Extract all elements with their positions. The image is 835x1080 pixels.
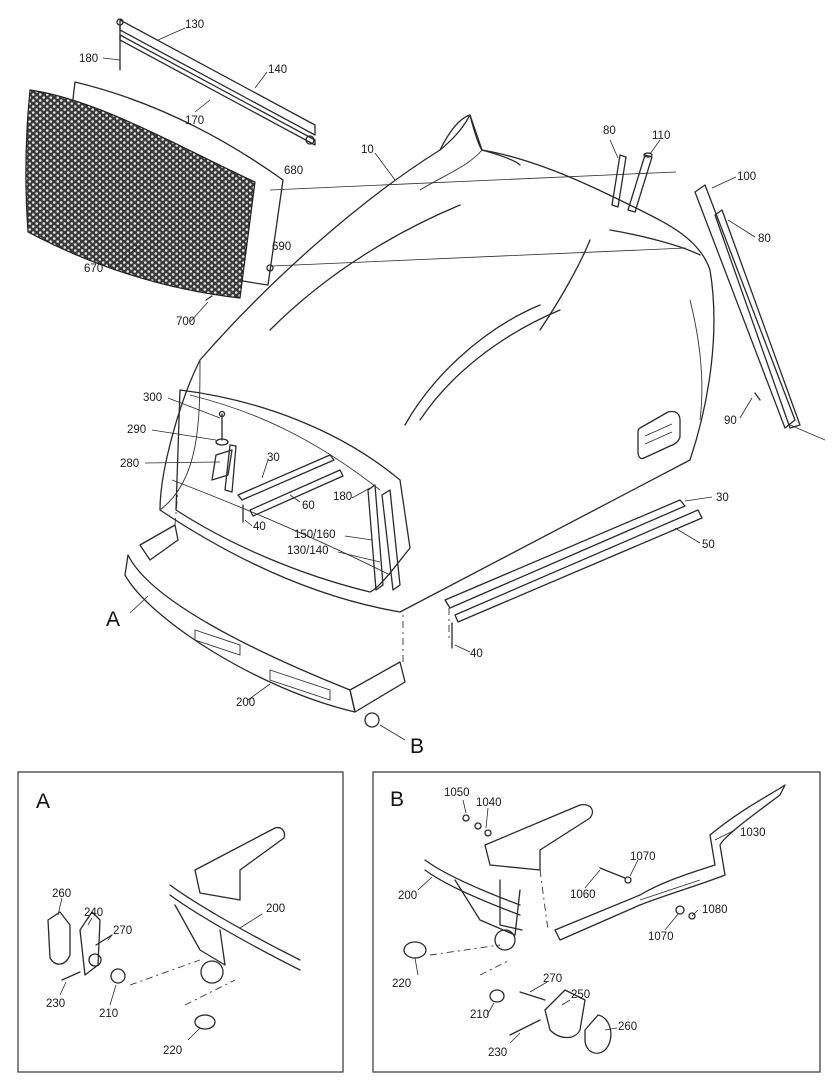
lower-strips: [444, 499, 703, 640]
side-vent: [637, 410, 681, 460]
detail-b-callout-260: 260: [618, 1021, 637, 1033]
bumper: [124, 489, 406, 728]
callout-180: 180: [79, 53, 98, 65]
callout-300: 300: [143, 392, 162, 404]
callout-90: 90: [724, 415, 737, 427]
detail-a-callout-210: 210: [99, 1008, 118, 1020]
callout-130-140: 130/140: [287, 545, 329, 557]
detail-b-callout-230: 230: [488, 1047, 507, 1059]
detail-b-callout-1070: 1070: [630, 851, 656, 863]
detail-a-callout-260: 260: [52, 888, 71, 900]
top-trim-strips: [116, 18, 316, 146]
detail-b-callout-1040: 1040: [476, 797, 502, 809]
detail-b-callout-1030: 1030: [740, 827, 766, 839]
callout-150-160: 150/160: [294, 529, 336, 541]
inner-strips: [224, 444, 344, 517]
grille-panel: [25, 81, 284, 299]
callout-40-b: 40: [470, 648, 483, 660]
callout-200: 200: [236, 697, 255, 709]
callout-280: 280: [120, 458, 139, 470]
detail-b-callout-250: 250: [571, 989, 590, 1001]
detail-a-callout-200: 200: [266, 903, 285, 915]
detail-a-title: A: [36, 790, 50, 813]
detail-a-callout-230: 230: [46, 998, 65, 1010]
callout-670: 670: [84, 263, 103, 275]
detail-b-callout-220: 220: [392, 978, 411, 990]
detail-b-callout-200: 200: [398, 890, 417, 902]
callout-680: 680: [284, 165, 303, 177]
detail-a-callout-270: 270: [113, 925, 132, 937]
callout-140: 140: [268, 64, 287, 76]
detail-b-callout-1060: 1060: [570, 889, 596, 901]
detail-b-callout-210: 210: [470, 1009, 489, 1021]
detail-b-callout-1070-b: 1070: [648, 931, 674, 943]
fasteners: [205, 264, 761, 649]
callout-130: 130: [185, 19, 204, 31]
detail-a-panel: A 260 240 270 200 230 210 220: [17, 771, 344, 1073]
callout-110: 110: [652, 130, 670, 142]
callout-180-b: 180: [333, 491, 352, 503]
callout-80: 80: [603, 125, 616, 137]
callout-30-b: 30: [716, 492, 729, 504]
callout-170: 170: [185, 115, 204, 127]
callout-50: 50: [702, 539, 715, 551]
detail-a-callout-220: 220: [163, 1045, 182, 1057]
detail-b-callout-1050: 1050: [444, 787, 470, 799]
callout-leaders: [102, 27, 756, 741]
detail-ref-a: A: [106, 608, 120, 631]
callout-60: 60: [302, 500, 315, 512]
callout-30: 30: [267, 452, 280, 464]
callout-690: 690: [272, 241, 291, 253]
detail-a-callout-240: 240: [84, 907, 103, 919]
callout-10: 10: [361, 144, 374, 156]
side-strips: [694, 184, 826, 441]
detail-b-callout-270: 270: [543, 973, 562, 985]
vertical-strips-right: [611, 152, 653, 213]
detail-b-panel: B: [372, 771, 821, 1073]
detail-b-callout-1080: 1080: [702, 904, 728, 916]
windshield-strips: [367, 484, 401, 591]
callout-100: 100: [737, 171, 756, 183]
callout-700: 700: [176, 316, 195, 328]
callout-290: 290: [127, 424, 146, 436]
callout-labels: 130 180 140 170 10 80 110 100 80 680 690…: [79, 19, 771, 758]
callout-40: 40: [253, 521, 266, 533]
hood-assembly: [159, 114, 715, 613]
callout-80-side: 80: [758, 233, 771, 245]
detail-ref-b: B: [410, 735, 424, 758]
detail-b-title: B: [390, 788, 404, 811]
